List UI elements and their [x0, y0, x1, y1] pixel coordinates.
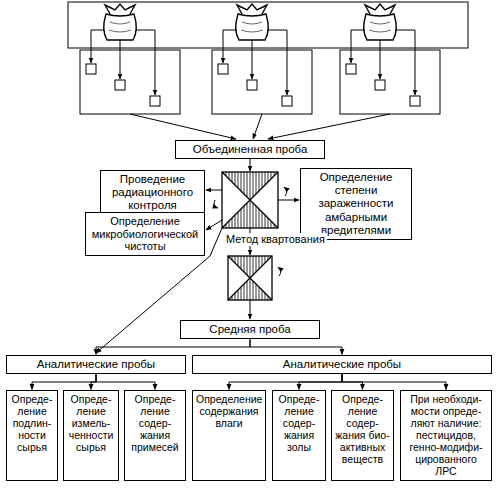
process-box: Проведение радиационного контроля [100, 170, 205, 216]
analysis-box: Определение содержания влаги [192, 390, 266, 481]
group-header: Аналитические пробы [192, 355, 492, 374]
flow-connector [250, 339, 342, 354]
process-box: Определение степени зараженности амбарны… [300, 168, 412, 240]
box-text: Проведение радиационного контроля [104, 173, 201, 213]
flow-connector [342, 374, 446, 389]
box-text: Опреде- ление содер- жания примесей [128, 393, 182, 453]
box-text: Аналитические пробы [196, 358, 488, 371]
box-text: Аналитические пробы [10, 358, 182, 371]
group-header: Аналитические пробы [6, 355, 186, 374]
box-text: Опреде- ление измель- ченности сырья [67, 393, 115, 453]
flow-connector [96, 374, 155, 389]
box-text: Опреде- ление содер- жания золы [276, 393, 322, 453]
box-text: Объединенная проба [179, 143, 321, 156]
analysis-box: Опреде- ление измель- ченности сырья [63, 390, 119, 481]
process-box: Определение микробиологической чистоты [85, 212, 205, 256]
box-text: Опреде- ление подлин- ности сырья [10, 393, 54, 453]
box-text: Определение содержания влаги [196, 393, 262, 429]
method-label: Метод квартования [224, 233, 327, 246]
analysis-box: При необходи- мости опреде- ляют наличие… [400, 390, 492, 481]
box-text: Опреде- ление содер- жания био- активных… [335, 393, 390, 465]
analysis-box: Опреде- ление подлин- ности сырья [6, 390, 58, 481]
flow-connector [91, 374, 96, 389]
flow-connector [229, 374, 342, 389]
box-text: Определение степени зараженности амбарны… [304, 171, 408, 237]
box-text: Средняя проба [184, 323, 316, 336]
flow-connector [32, 374, 96, 389]
analysis-box: Опреде- ление содер- жания био- активных… [331, 390, 394, 481]
box-text: Определение микробиологической чистоты [89, 215, 201, 253]
analysis-box: Опреде- ление содер- жания примесей [124, 390, 186, 481]
analysis-box: Опреде- ление содер- жания золы [272, 390, 326, 481]
sample-box: Средняя проба [180, 320, 320, 339]
sample-box: Объединенная проба [175, 140, 325, 159]
box-text: При необходи- мости опреде- ляют наличие… [404, 393, 488, 477]
flow-connector [299, 374, 342, 389]
flow-connector [96, 339, 250, 354]
